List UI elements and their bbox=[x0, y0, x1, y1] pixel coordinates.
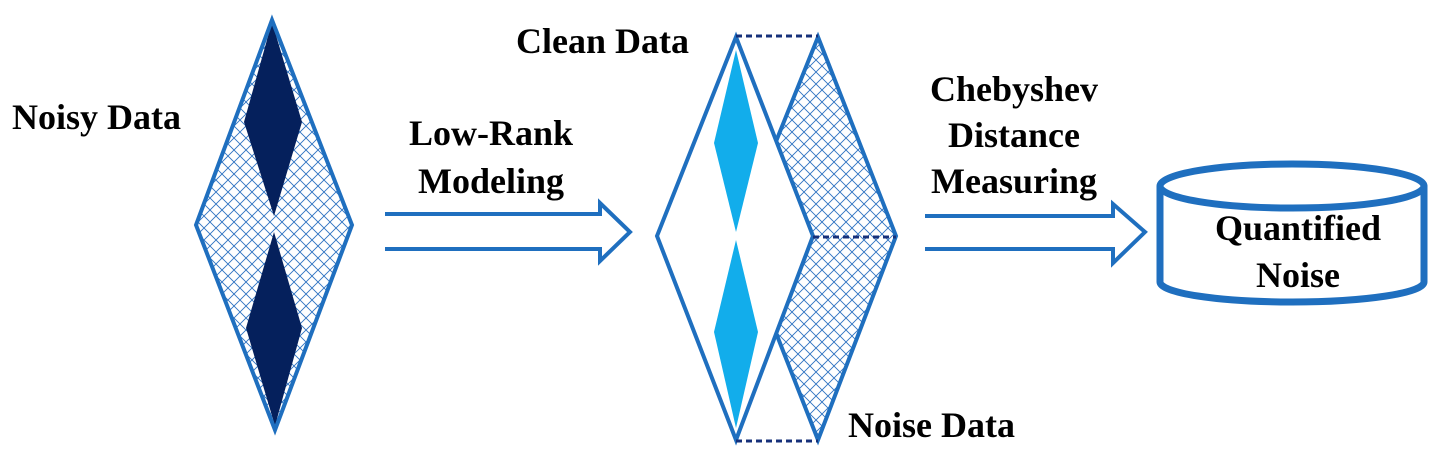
quantified-noise-cylinder bbox=[1156, 160, 1428, 306]
noisy-data-dark-lower bbox=[246, 232, 302, 426]
decomposition-group bbox=[654, 31, 899, 446]
clean-data-light-upper bbox=[714, 50, 758, 232]
chebyshev-label-line1: Chebyshev bbox=[930, 69, 1098, 109]
chebyshev-label-line3: Measuring bbox=[931, 161, 1097, 201]
quantified-noise-label-line2: Noise bbox=[1256, 255, 1340, 295]
clean-data-label: Clean Data bbox=[516, 21, 689, 61]
clean-data-light-lower bbox=[714, 240, 758, 428]
low-rank-label-line1: Low-Rank bbox=[409, 113, 573, 153]
noise-data-label: Noise Data bbox=[848, 405, 1015, 445]
chebyshev-label-line2: Distance bbox=[948, 115, 1080, 155]
chebyshev-arrow bbox=[925, 199, 1148, 268]
noisy-data-label: Noisy Data bbox=[12, 97, 181, 137]
low-rank-label-line2: Modeling bbox=[418, 161, 564, 201]
noisy-data-diamond bbox=[193, 14, 355, 436]
quantified-noise-label-line1: Quantified bbox=[1215, 208, 1381, 248]
low-rank-arrow bbox=[385, 198, 633, 266]
noisy-data-outline bbox=[193, 14, 355, 436]
noisy-data-dark-upper bbox=[244, 22, 302, 216]
